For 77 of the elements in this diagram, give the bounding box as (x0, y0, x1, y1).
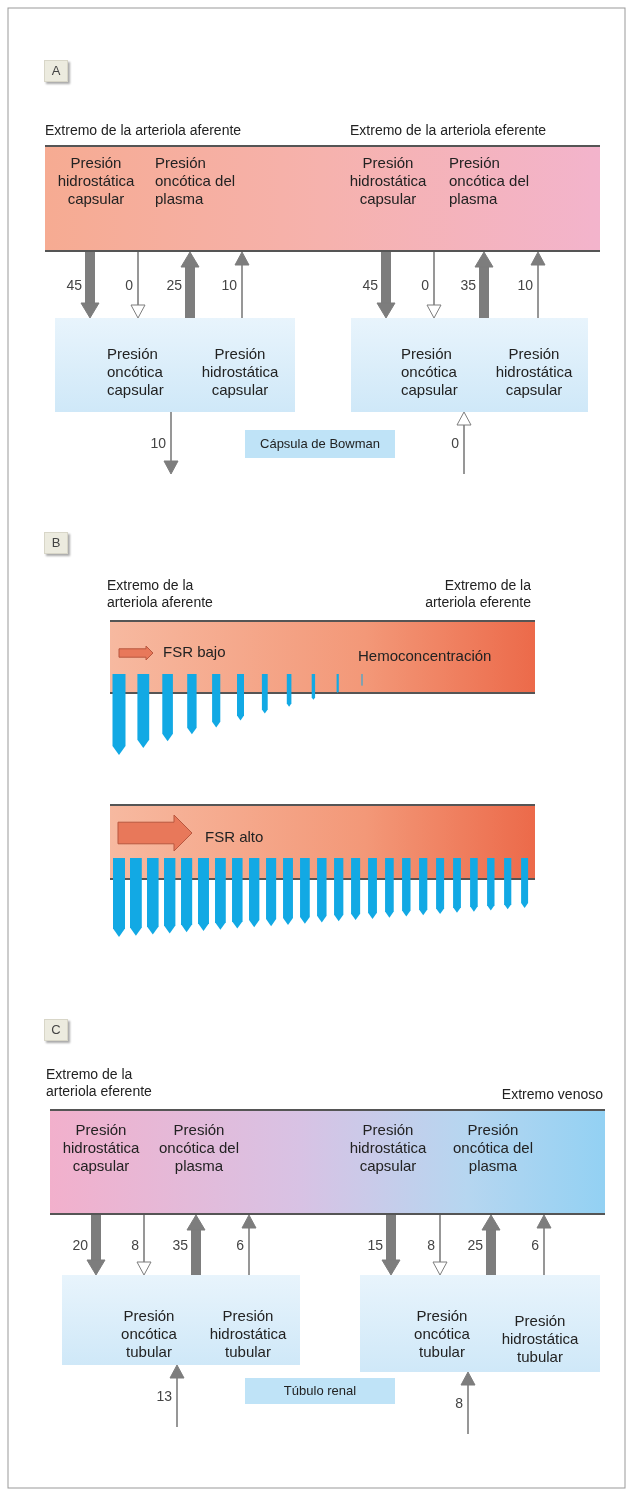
vessel-end-label: Extremo de la arteriola eferente (46, 1066, 153, 1100)
pressure-arrow (80, 252, 100, 319)
pressure-label: Presión oncótica del plasma (451, 1121, 535, 1175)
panel-letter-badge: B (44, 532, 68, 554)
capsule-region (62, 1275, 300, 1365)
pressure-label: Presión oncótica del plasma (449, 154, 531, 208)
edge-label: 20 (72, 1237, 88, 1253)
capillary-band (50, 1109, 605, 1215)
region-label-box: Túbulo renal (245, 1378, 395, 1404)
pressure-arrow (530, 251, 546, 319)
pressure-label: Presión oncótica capsular (107, 345, 165, 399)
pressure-arrow (186, 1214, 206, 1275)
edge-label: 45 (362, 277, 378, 293)
capsule-region (360, 1275, 600, 1372)
edge-label: 0 (421, 277, 429, 293)
pressure-arrow (460, 1371, 476, 1435)
pressure-arrow (163, 411, 179, 475)
edge-label: 6 (236, 1237, 244, 1253)
edge-label: 10 (517, 277, 533, 293)
vessel-end-label: Extremo de la arteriola eferente (424, 577, 531, 611)
edge-label: 35 (460, 277, 476, 293)
pressure-arrow (130, 251, 146, 319)
pressure-arrow (86, 1215, 106, 1276)
capillary-band (45, 145, 600, 252)
edge-label: 6 (531, 1237, 539, 1253)
pressure-label: Hemoconcentración (358, 647, 493, 665)
pressure-arrow (536, 1214, 552, 1276)
pressure-label: Presión hidrostática tubular (208, 1307, 288, 1361)
vessel-end-label: Extremo de la arteriola aferente (107, 577, 214, 611)
vessel-end-label: Extremo de la arteriola eferente (350, 122, 548, 139)
edge-label: 8 (455, 1395, 463, 1411)
pressure-label: Presión oncótica tubular (413, 1307, 471, 1361)
panel-letter-badge: A (44, 60, 68, 82)
pressure-label: Presión hidrostática tubular (500, 1312, 580, 1366)
edge-label: 25 (166, 277, 182, 293)
pressure-label: Presión oncótica tubular (120, 1307, 178, 1361)
pressure-arrow (169, 1364, 185, 1428)
pressure-label: Presión hidrostática capsular (494, 345, 574, 399)
capillary-band (110, 620, 535, 694)
edge-label: 10 (150, 435, 166, 451)
pressure-arrow (241, 1214, 257, 1276)
pressure-arrow (381, 1215, 401, 1276)
pressure-arrow (180, 251, 200, 318)
region-label-box: Cápsula de Bowman (245, 430, 395, 458)
pressure-label: Presión oncótica capsular (401, 345, 459, 399)
edge-label: 0 (451, 435, 459, 451)
panel-letter-badge: C (44, 1019, 68, 1041)
capsule-region (351, 318, 588, 412)
pressure-label: Presión oncótica del plasma (155, 154, 237, 208)
edge-label: 45 (66, 277, 82, 293)
edge-label: 10 (221, 277, 237, 293)
pressure-label: Presión hidrostática capsular (61, 1121, 141, 1175)
capsule-region (55, 318, 295, 412)
edge-label: 8 (427, 1237, 435, 1253)
pressure-label: FSR bajo (163, 643, 227, 661)
edge-label: 15 (367, 1237, 383, 1253)
pressure-label: Presión hidrostática capsular (56, 154, 136, 208)
edge-label: 8 (131, 1237, 139, 1253)
edge-label: 13 (156, 1388, 172, 1404)
pressure-arrow (376, 252, 396, 319)
edge-label: 35 (172, 1237, 188, 1253)
pressure-arrow (432, 1214, 448, 1276)
edge-label: 25 (467, 1237, 483, 1253)
pressure-label: Presión oncótica del plasma (157, 1121, 241, 1175)
pressure-label: Presión hidrostática capsular (348, 154, 428, 208)
edge-label: 0 (125, 277, 133, 293)
pressure-arrow (456, 411, 472, 475)
pressure-arrow (474, 251, 494, 318)
vessel-end-label: Extremo de la arteriola aferente (45, 122, 243, 139)
vessel-end-label: Extremo venoso (500, 1086, 603, 1103)
pressure-arrow (234, 251, 250, 319)
pressure-label: FSR alto (205, 828, 265, 846)
pressure-arrow (426, 251, 442, 319)
pressure-arrow (136, 1214, 152, 1276)
pressure-label: Presión hidrostática capsular (200, 345, 280, 399)
pressure-label: Presión hidrostática capsular (348, 1121, 428, 1175)
pressure-arrow (481, 1214, 501, 1275)
